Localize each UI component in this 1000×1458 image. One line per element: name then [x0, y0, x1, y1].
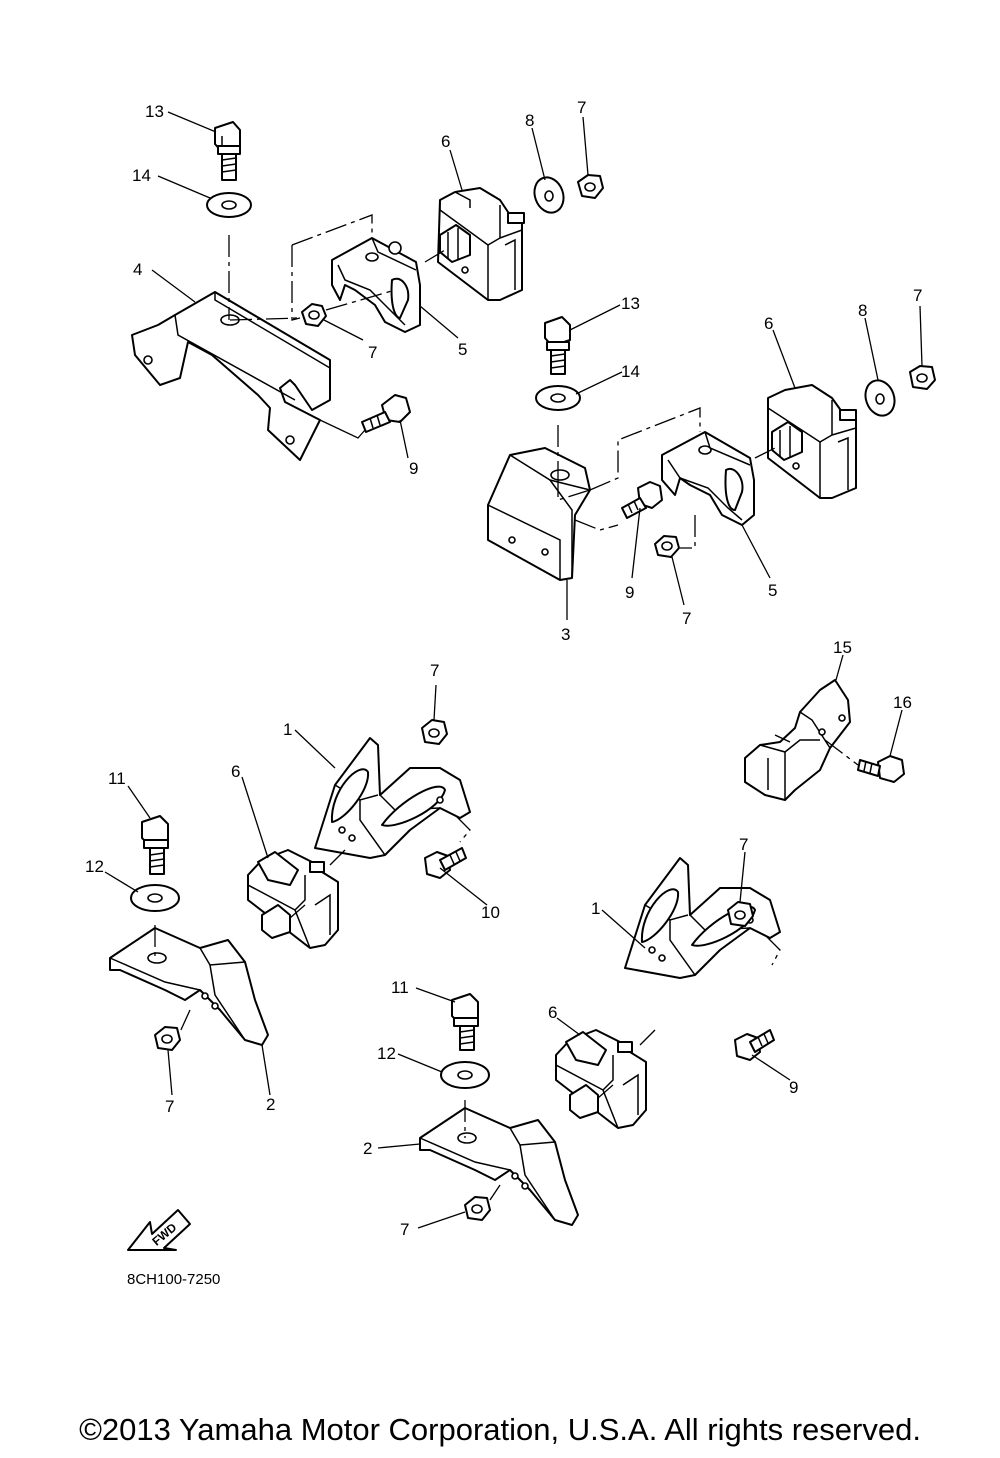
flange-nut-7a1: [301, 303, 327, 327]
callout-5: 5: [458, 340, 467, 359]
flange-bolt-9b: [621, 481, 663, 519]
callout-16: 16: [893, 693, 912, 712]
flange-nut-7d1: [727, 901, 754, 927]
assembly-line: [754, 447, 776, 459]
assembly-line: [589, 407, 701, 491]
assembly-line: [489, 1184, 501, 1201]
callout-6: 6: [548, 1003, 557, 1022]
rubber-mount-6a: [437, 187, 525, 301]
assembly-line: [597, 1029, 656, 1099]
washer-8b: [864, 379, 896, 417]
callout-9: 9: [625, 583, 634, 602]
callout-10: 10: [481, 903, 500, 922]
parts-diagram: FWD 8CH100-7250: [85, 98, 936, 1288]
callout-1: 1: [591, 899, 600, 918]
callout-8: 8: [858, 301, 867, 320]
callout-6: 6: [764, 314, 773, 333]
callout-14: 14: [621, 362, 640, 381]
flange-bolt-9c: [734, 1029, 775, 1061]
assembly-line: [289, 849, 346, 919]
callout-11: 11: [391, 978, 409, 997]
flange-nut-7a2: [577, 174, 604, 199]
rubber-mount-6b: [767, 384, 857, 499]
flange-nut-7b1: [654, 535, 680, 558]
callout-7: 7: [430, 661, 439, 680]
callout-12: 12: [85, 857, 104, 876]
rubber-mount-6d: [555, 1029, 647, 1129]
callout-1: 1: [283, 720, 292, 739]
assembly-line: [454, 814, 471, 843]
bracket-3: [487, 447, 591, 581]
bracket-4: [131, 291, 331, 461]
assembly-line: [424, 249, 446, 263]
callout-6: 6: [231, 762, 240, 781]
assembly-line: [325, 289, 396, 311]
rubber-mount-6c: [247, 849, 339, 949]
flange-bolt-16: [857, 755, 905, 783]
callout-8: 8: [525, 111, 534, 130]
assembly-line: [764, 934, 781, 966]
assembly-line: [229, 317, 301, 321]
callout-7: 7: [165, 1097, 174, 1116]
flange-bolt-9a: [361, 394, 411, 433]
drawing-code: 8CH100-7250: [127, 1271, 220, 1288]
callout-7: 7: [400, 1220, 409, 1239]
bracket-1a: [314, 737, 471, 859]
callout-15: 15: [833, 638, 852, 657]
bracket-5a: [331, 237, 421, 333]
callout-7: 7: [682, 609, 691, 628]
callout-7: 7: [368, 343, 377, 362]
flange-bolt-11a: [141, 815, 169, 875]
callout-7: 7: [577, 98, 586, 117]
callout-12: 12: [377, 1044, 396, 1063]
callout-7: 7: [739, 835, 748, 854]
flange-bolt-10: [424, 847, 467, 879]
assembly-line: [291, 214, 373, 246]
flange-nut-7d2: [464, 1196, 491, 1221]
assembly-line: [291, 245, 301, 321]
assembly-line: [824, 739, 859, 766]
bracket-1b: [624, 857, 781, 979]
part-15-assembly: [744, 679, 851, 801]
washer-12a: [130, 884, 180, 912]
callout-7: 7: [913, 286, 922, 305]
assembly-line: [557, 475, 591, 501]
assembly-line: [319, 419, 366, 439]
callout-4: 4: [133, 260, 142, 279]
callout-6: 6: [441, 132, 450, 151]
washer-14b: [535, 385, 581, 411]
flange-bolt-13a: [214, 121, 241, 181]
callout-13: 13: [621, 294, 640, 313]
callout-9: 9: [789, 1078, 798, 1097]
washer-14a: [206, 192, 252, 218]
flange-bolt-11b: [451, 993, 479, 1051]
callout-2: 2: [266, 1095, 275, 1114]
forward-arrow-icon: FWD: [127, 1209, 191, 1251]
callout-2: 2: [363, 1139, 372, 1158]
callout-13: 13: [145, 102, 164, 121]
leader-lines: [104, 111, 923, 1229]
callout-9: 9: [409, 459, 418, 478]
flange-nut-7b2: [909, 365, 936, 390]
assembly-line: [680, 515, 696, 549]
copyright-notice: ©2013 Yamaha Motor Corporation, U.S.A. A…: [79, 1412, 921, 1447]
washer-12b: [440, 1061, 490, 1089]
callout-3: 3: [561, 625, 570, 644]
flange-nut-7c1: [421, 719, 448, 745]
bracket-2a: [109, 927, 269, 1046]
callout-labels: 13 14 4 6 8 7 7 5 9 13 14 6 8 7 9 7 5 3 …: [85, 98, 922, 1239]
callout-5: 5: [768, 581, 777, 600]
flange-bolt-13b: [544, 316, 571, 375]
assembly-line: [179, 1009, 191, 1033]
flange-nut-7c2: [154, 1026, 181, 1051]
assembly-line: [574, 519, 619, 531]
bracket-2b: [419, 1107, 579, 1226]
bracket-5b: [661, 431, 755, 526]
washer-8a: [533, 176, 565, 214]
callout-11: 11: [108, 769, 126, 788]
callout-14: 14: [132, 166, 151, 185]
